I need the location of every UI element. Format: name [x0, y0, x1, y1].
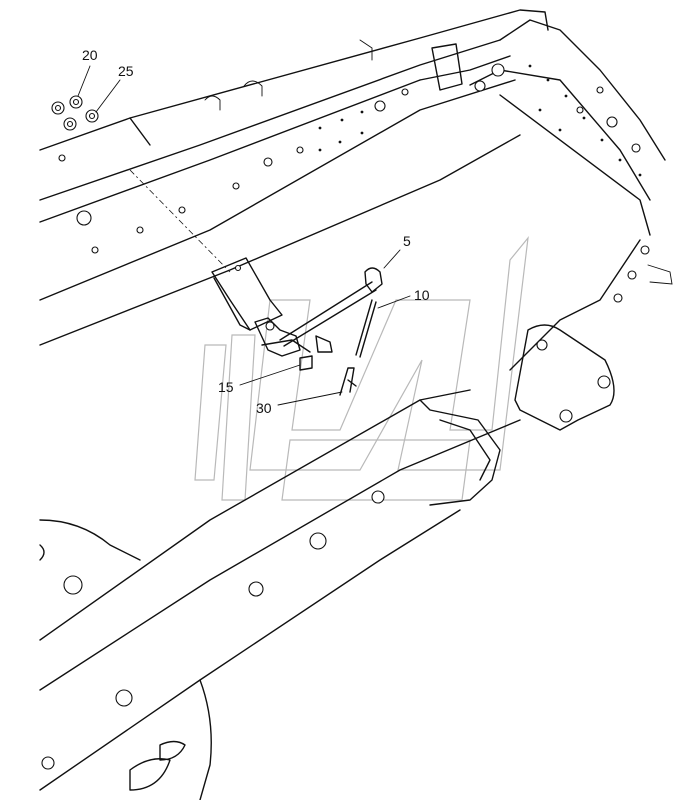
watermark-logo [194, 236, 529, 501]
lower-frame-rail [39, 389, 521, 800]
nut-washer-set [51, 95, 99, 131]
callout-30: 30 [256, 400, 272, 416]
rear-cross-member [419, 19, 673, 371]
leader-lines [77, 65, 411, 406]
upper-frame-rail [39, 9, 549, 346]
callout-20: 20 [82, 47, 98, 63]
frame-bracket [514, 324, 615, 431]
callout-10: 10 [414, 287, 430, 303]
bracket-assembly [211, 257, 383, 396]
callout-25: 25 [118, 63, 134, 79]
callout-15: 15 [218, 379, 234, 395]
callout-5: 5 [403, 233, 411, 249]
reference-line [129, 169, 231, 273]
